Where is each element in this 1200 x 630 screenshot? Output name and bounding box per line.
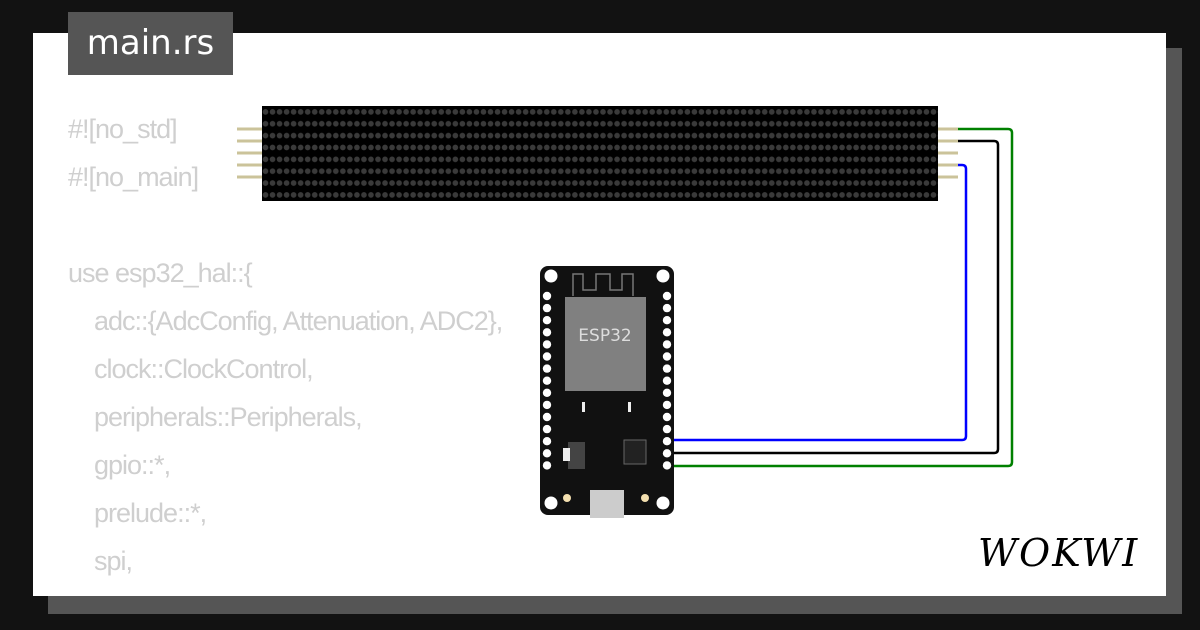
matrix-right-pins [938,127,958,179]
board-pin[interactable] [662,303,672,313]
mounting-hole [544,269,558,283]
file-tab[interactable]: main.rs [68,12,233,75]
board-pin[interactable] [542,449,552,458]
chip-label: ESP32 [578,326,631,346]
board-pin[interactable] [662,449,672,458]
wire-ground[interactable] [668,139,1000,455]
board-pin[interactable] [542,316,552,325]
board-pin[interactable] [662,364,672,373]
board-pin[interactable] [662,328,672,337]
code-line: peripherals::Peripherals, [68,402,363,432]
code-line: spi, [68,546,133,576]
mounting-hole [656,496,670,510]
svg-text:WOKWI: WOKWI [978,531,1139,575]
wire-data[interactable] [668,163,968,442]
code-line: #![no_main] [68,162,199,192]
board-pin[interactable] [662,412,672,422]
led-dot-matrix[interactable] [262,106,938,201]
code-line: timer::TimerGroup, [68,585,502,596]
reset-button[interactable] [641,494,649,502]
board-pin[interactable] [542,340,552,349]
board-pin[interactable] [542,388,552,397]
esp32-chip [565,297,646,391]
mounting-hole [544,496,558,510]
code-line: adc::{AdcConfig, Attenuation, ADC2}, [68,306,503,336]
board-pin[interactable] [662,376,672,385]
board-pin[interactable] [662,400,672,410]
board-pin[interactable] [542,412,552,422]
board-pin[interactable] [542,352,552,361]
usb-chip [623,439,647,465]
wokwi-logo: WOKWI [978,531,1139,575]
code-line: prelude::*, [68,498,207,528]
board-pin[interactable] [542,291,552,301]
board-pin[interactable] [542,400,552,410]
esp32-board[interactable]: ESP32 [540,266,674,518]
board-pin[interactable] [662,352,672,361]
board-pin[interactable] [542,328,552,337]
board-pin[interactable] [542,364,552,373]
voltage-regulator [568,442,585,469]
led [628,402,631,412]
code-line: clock::ClockControl, [68,354,314,384]
board-pin[interactable] [662,437,672,446]
boot-button[interactable] [563,494,571,502]
led [582,402,585,412]
matrix-left-pins [237,127,262,179]
board-pin[interactable] [542,303,552,313]
board-pin[interactable] [662,461,672,470]
board-pin[interactable] [542,424,552,434]
antenna-trace [572,273,634,296]
board-pin[interactable] [542,437,552,446]
board-pin[interactable] [662,424,672,434]
board-pin[interactable] [662,316,672,325]
mounting-hole [656,269,670,283]
code-preview: #![no_std] #![no_main] use esp32_hal::{ … [68,105,503,596]
board-pin[interactable] [662,291,672,301]
code-line: gpio::*, [68,450,171,480]
board-pin[interactable] [662,388,672,397]
code-line: use esp32_hal::{ [68,258,253,288]
board-pin[interactable] [542,461,552,470]
regulator-tab [563,448,570,461]
board-pin[interactable] [662,340,672,349]
board-pin-headers [542,269,672,510]
code-line: #![no_std] [68,114,178,144]
usb-port[interactable] [590,490,624,518]
board-pin[interactable] [542,376,552,385]
wire-power[interactable] [668,127,1014,468]
